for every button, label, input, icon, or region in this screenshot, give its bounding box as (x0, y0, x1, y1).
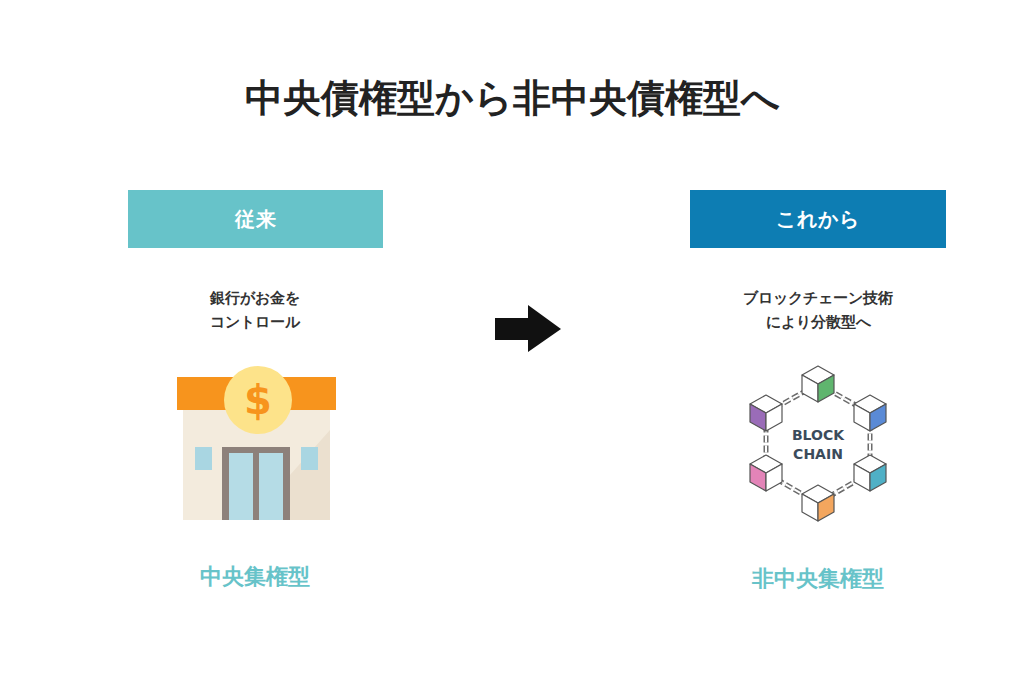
bank-window (195, 447, 212, 470)
cube (802, 366, 834, 402)
block-arrow (495, 305, 561, 352)
cube (750, 455, 782, 491)
cube (854, 395, 886, 431)
chain-caption: CHAIN (778, 445, 858, 463)
description-text: ブロックチェーン技術 により分散型へ (708, 286, 928, 334)
coin-symbol: $ (228, 379, 288, 421)
header-band: これから (690, 190, 946, 248)
cube (854, 455, 886, 491)
bank-window (301, 447, 318, 470)
cube (802, 485, 834, 521)
coin (224, 366, 292, 434)
blockchain-illustration (750, 366, 886, 521)
bank-illustration (177, 366, 336, 520)
description-text: 銀行がお金を コントロール (170, 286, 340, 334)
header-band: 従来 (128, 190, 383, 248)
chain-caption: BLOCK (778, 426, 858, 444)
diagram-title: 中央債権型から非中央債権型へ (0, 74, 1024, 122)
bank-door-glass (259, 453, 283, 520)
bank-door-frame (222, 447, 290, 520)
cube (750, 395, 782, 431)
bank-door-glass (229, 453, 253, 520)
band-label: 従来 (235, 206, 277, 233)
model-name: 非中央集権型 (698, 564, 938, 594)
model-name: 中央集権型 (145, 562, 365, 592)
band-label: これから (776, 206, 860, 233)
